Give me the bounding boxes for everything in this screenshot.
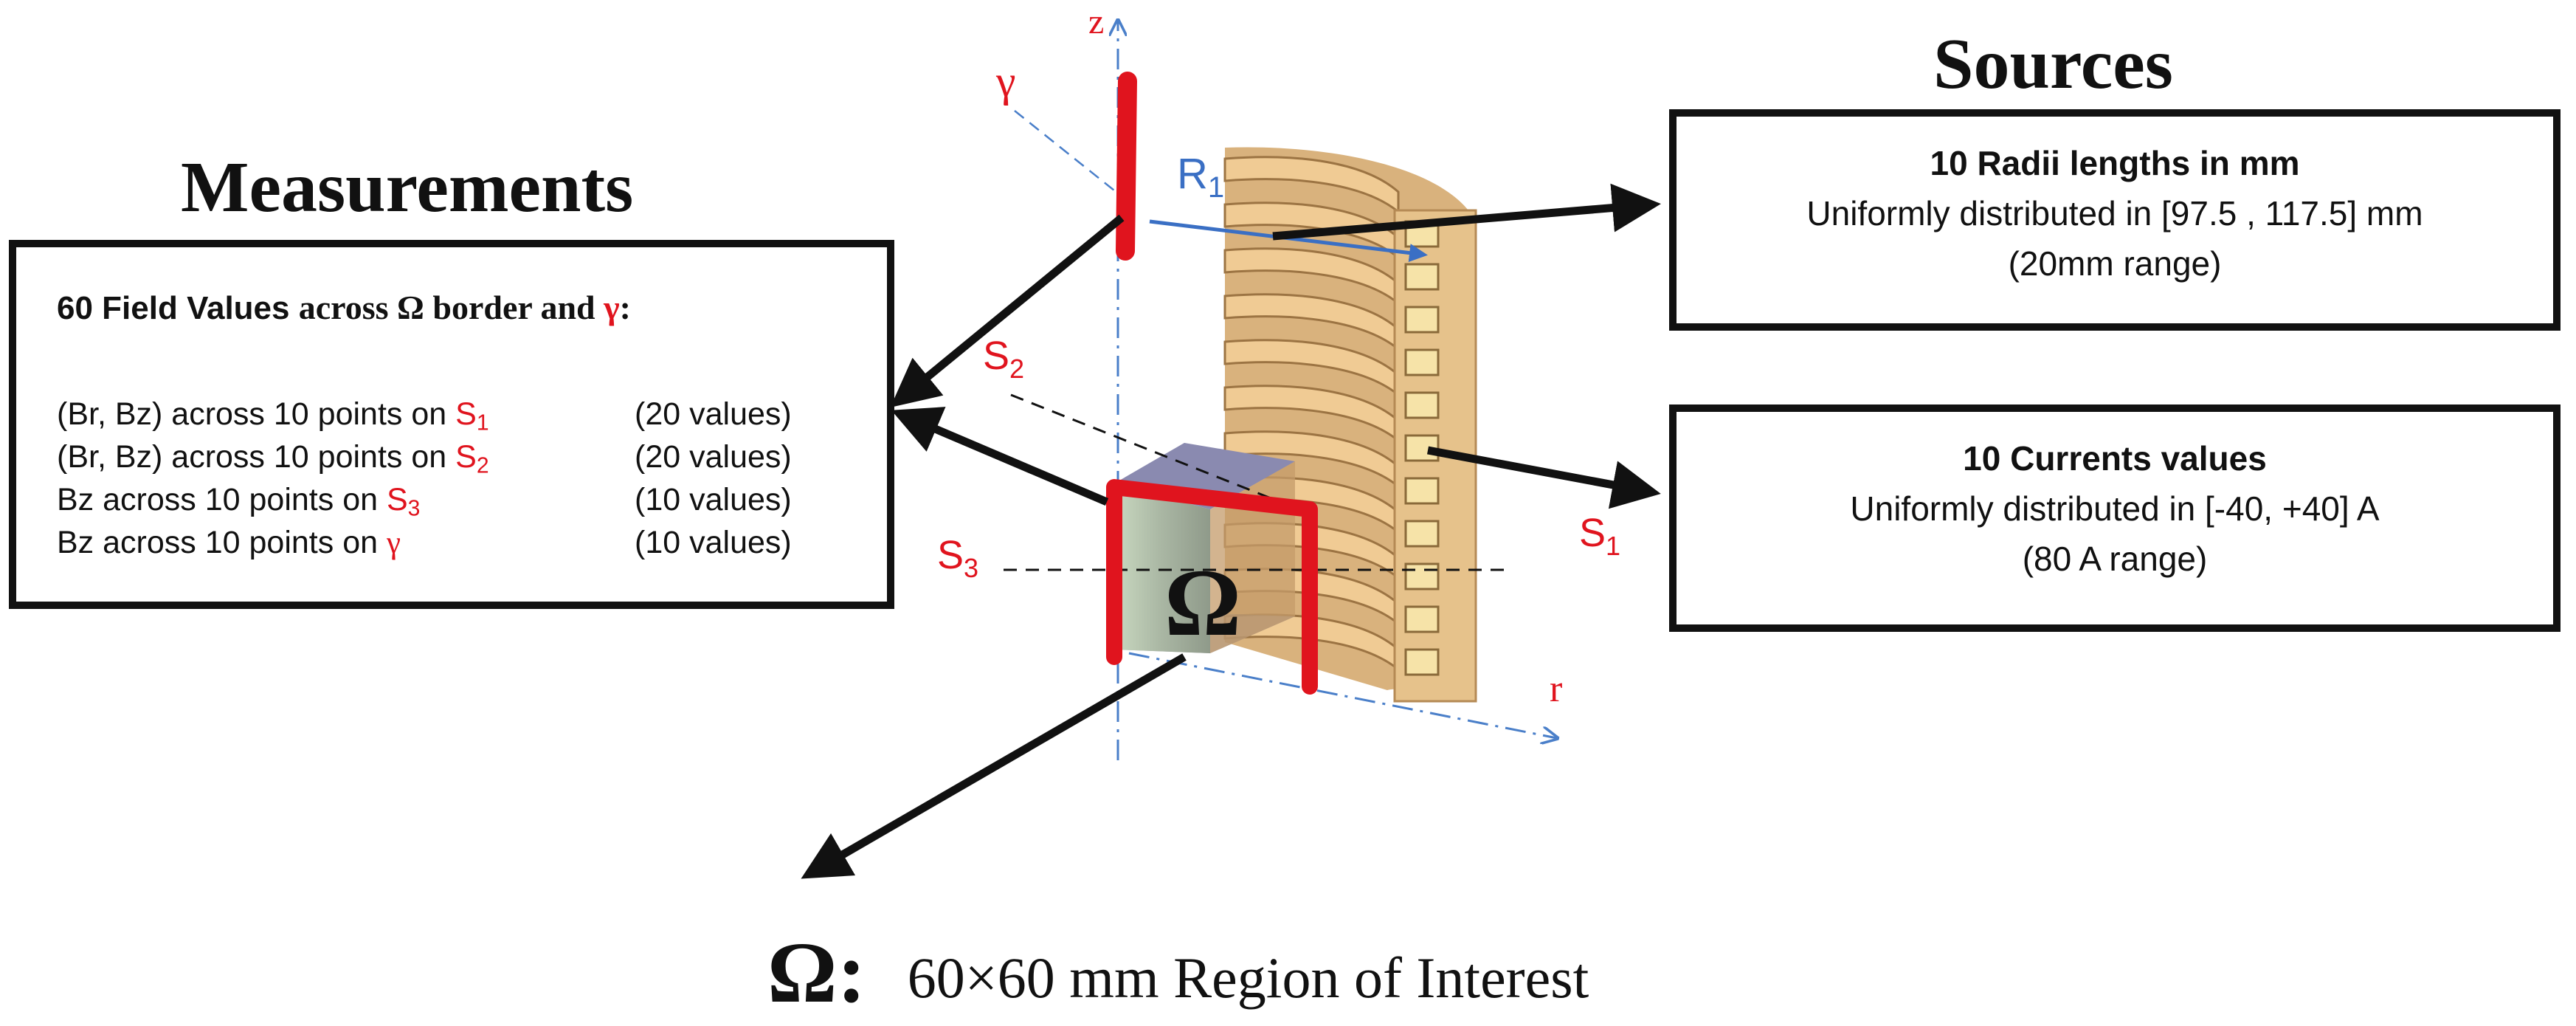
r-axis [1128, 652, 1557, 738]
coil-tab [1404, 263, 1440, 291]
measurement-count-s2: (20 values) [635, 439, 792, 475]
measurement-count-s3: (10 values) [635, 482, 792, 517]
arrow-omega-to-measurements [891, 407, 1109, 506]
arrow-coil-to-radii [1272, 183, 1661, 241]
title-colon: : [619, 289, 631, 326]
coil-tab [1404, 520, 1440, 548]
gamma-label: γ [995, 57, 1016, 106]
row-prefix: Bz across 10 points on [57, 525, 387, 560]
arrow-coil-to-currents [1426, 446, 1661, 509]
radii-range-line: Uniformly distributed in [97.5 , 117.5] … [1806, 194, 2423, 233]
currents-range-line: Uniformly distributed in [-40, +40] A [1850, 489, 2380, 528]
gamma-segment [1116, 72, 1137, 261]
coil-tab [1404, 348, 1440, 376]
row-symbol: S [386, 482, 408, 517]
radii-box: 10 Radii lengths in mm Uniformly distrib… [1669, 109, 2561, 331]
row-prefix: (Br, Bz) across 10 points on [57, 439, 456, 475]
coil-tab [1404, 648, 1440, 676]
coil-end-tabs [1404, 220, 1440, 676]
coil-tab [1404, 306, 1440, 334]
coil-tab [1404, 477, 1440, 505]
z-axis-label: z [1088, 2, 1104, 41]
roi-symbol: Ω: [767, 924, 866, 1021]
row-symbol: S [455, 396, 477, 432]
coil-tab [1404, 391, 1440, 419]
measurements-heading: Measurements [181, 148, 634, 227]
gamma-guide-line [1014, 110, 1126, 200]
radii-title: 10 Radii lengths in mm [1930, 144, 2300, 182]
measurement-row-s2: (Br, Bz) across 10 points on S2 [57, 439, 489, 479]
coil-tab [1404, 605, 1440, 633]
measurements-box: 60 Field Values across Ω border and γ: (… [9, 240, 894, 609]
coil-tab [1404, 562, 1440, 591]
row-prefix: Bz across 10 points on [57, 482, 387, 517]
currents-box: 10 Currents values Uniformly distributed… [1669, 404, 2561, 632]
r-axis-label: r [1550, 668, 1562, 710]
row-symbol: S [455, 439, 477, 475]
measurement-row-gamma: Bz across 10 points on γ [57, 525, 401, 561]
s1-label: S1 [1579, 511, 1620, 561]
omega-label: Ω [1164, 550, 1241, 656]
row-prefix: (Br, Bz) across 10 points on [57, 396, 456, 432]
measurement-count-gamma: (10 values) [635, 525, 792, 560]
roi-description: 60×60 mm Region of Interest [907, 946, 1589, 1010]
measurement-count-s1: (20 values) [635, 396, 792, 432]
s3-label: S3 [937, 533, 978, 583]
roi-caption: Ω: 60×60 mm Region of Interest [767, 923, 1589, 1023]
measurement-row-s3: Bz across 10 points on S3 [57, 482, 420, 522]
radii-span-line: (20mm range) [2008, 244, 2222, 283]
s2-guide-line [1010, 393, 1299, 511]
arrow-gamma-to-measurements [890, 214, 1125, 407]
title-gamma: γ [604, 289, 620, 326]
s2-label: S2 [983, 334, 1024, 384]
measurements-box-title: 60 Field Values across Ω border and γ: [57, 288, 631, 327]
arrow-omega-to-roi [801, 653, 1187, 879]
r1-label: R1 [1177, 150, 1224, 204]
title-bold: 60 Field Values [57, 290, 299, 326]
row-subscript: 3 [407, 496, 421, 521]
currents-span-line: (80 A range) [2022, 540, 2208, 578]
title-serif: across Ω border and [298, 289, 604, 326]
row-symbol: γ [386, 526, 401, 560]
row-subscript: 2 [476, 453, 489, 478]
sources-heading: Sources [1933, 24, 2173, 104]
row-subscript: 1 [476, 410, 489, 435]
omega-border-red [1106, 479, 1318, 695]
measurement-row-s1: (Br, Bz) across 10 points on S1 [57, 396, 489, 436]
currents-title: 10 Currents values [1963, 439, 2267, 478]
